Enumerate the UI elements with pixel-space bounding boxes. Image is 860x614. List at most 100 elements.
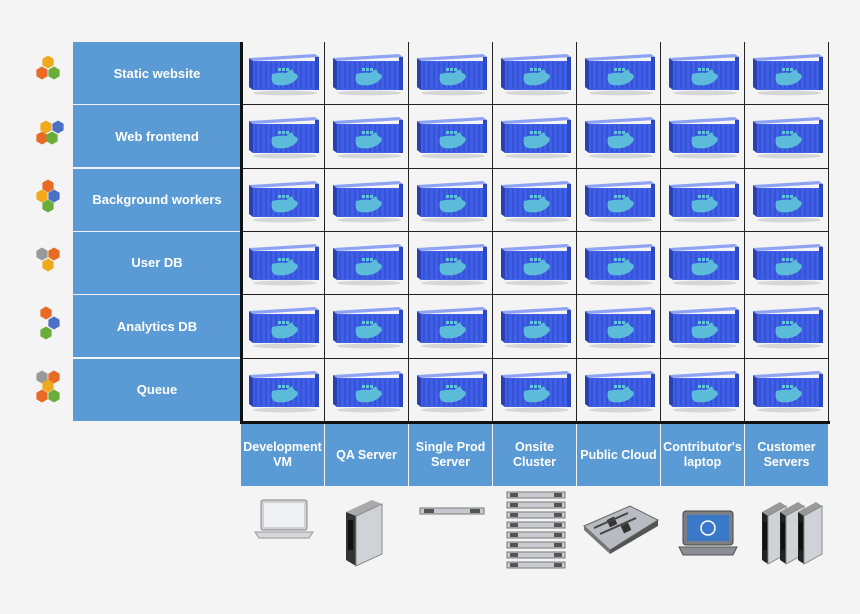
- row-label: Static website: [73, 42, 241, 105]
- shipping-container-icon: [501, 117, 571, 159]
- grid-line: [576, 42, 577, 423]
- shipping-container-icon: [669, 54, 739, 96]
- column-label: Customer Servers: [745, 424, 829, 486]
- grid-line: [324, 42, 325, 423]
- shipping-container-icon: [585, 180, 655, 223]
- grid-line: [660, 42, 661, 423]
- grid-line: [241, 357, 829, 359]
- shipping-container-icon: [753, 180, 823, 223]
- shipping-container-icon: [753, 307, 823, 349]
- hexagon-shape: [36, 247, 48, 261]
- shipping-container-icon: [333, 180, 403, 223]
- shipping-container-icon: [249, 180, 319, 223]
- motherboard-icon: [583, 505, 660, 554]
- grid-line: [241, 230, 829, 232]
- hexagon-cluster-icon: [36, 179, 60, 213]
- shipping-container-icon: [417, 54, 487, 96]
- hexagon-cluster-icon: [40, 306, 60, 340]
- hexagon-shape: [46, 131, 58, 145]
- grid-line: [241, 167, 829, 169]
- grid-line: [241, 104, 829, 106]
- hexagon-shape: [36, 389, 48, 402]
- grid-line: [744, 42, 745, 423]
- shipping-container-icon: [417, 370, 487, 412]
- hexagon-shape: [40, 306, 52, 320]
- hexagon-shape: [48, 316, 60, 330]
- shipping-container-icon: [669, 180, 739, 223]
- hexagon-shape: [42, 379, 54, 392]
- row-label: User DB: [73, 231, 241, 295]
- shipping-container-icon: [585, 54, 655, 96]
- shipping-container-icon: [501, 243, 571, 286]
- hexagon-cluster-icon: [36, 370, 60, 402]
- column-label: Public Cloud: [577, 424, 661, 486]
- hexagon-shape: [36, 370, 48, 383]
- hexagon-shape: [42, 199, 54, 213]
- shipping-container-icon: [753, 117, 823, 159]
- shipping-container-icon: [669, 117, 739, 159]
- shipping-container-icon: [669, 307, 739, 349]
- hexagon-shape: [36, 189, 48, 203]
- shipping-container-icon: [249, 307, 319, 349]
- rack-server-icon: [419, 507, 485, 515]
- column-label: Onsite Cluster: [493, 424, 577, 486]
- shipping-container-icon: [417, 117, 487, 159]
- shipping-container-icon: [669, 243, 739, 286]
- shipping-container-icon: [417, 307, 487, 349]
- shipping-container-icon: [417, 243, 487, 286]
- hexagon-cluster-icon: [36, 247, 60, 272]
- column-label: Development VM: [241, 424, 325, 486]
- hexagon-shape: [42, 179, 54, 193]
- shipping-container-icon: [501, 370, 571, 412]
- shipping-container-icon: [501, 307, 571, 349]
- hexagon-shape: [40, 326, 52, 340]
- shipping-container-icon: [249, 117, 319, 159]
- row-label: Queue: [73, 358, 241, 422]
- shipping-container-icon: [417, 180, 487, 223]
- hexagon-shape: [48, 66, 60, 80]
- axis-line: [240, 421, 830, 424]
- row-label: Background workers: [73, 168, 241, 232]
- shipping-container-icon: [249, 243, 319, 286]
- row-label: Analytics DB: [73, 295, 241, 359]
- shipping-container-icon: [333, 117, 403, 159]
- hexagon-cluster-icon: [36, 120, 64, 145]
- hexagon-shape: [42, 55, 54, 69]
- hexagon-cluster-icon: [36, 55, 60, 80]
- column-label: QA Server: [325, 424, 409, 486]
- hexagon-shape: [40, 120, 52, 134]
- hexagon-shape: [48, 389, 60, 402]
- shipping-container-icon: [333, 243, 403, 286]
- shipping-container-icon: [753, 370, 823, 412]
- hexagon-shape: [48, 247, 60, 261]
- hexagon-shape: [36, 131, 48, 145]
- shipping-container-icon: [249, 370, 319, 412]
- shipping-container-icon: [585, 243, 655, 286]
- grid-line: [408, 42, 409, 423]
- column-label: Single Prod Server: [409, 424, 493, 486]
- shipping-container-icon: [333, 307, 403, 349]
- server-stack-icon: [506, 491, 566, 569]
- hexagon-shape: [48, 370, 60, 383]
- grid-line: [241, 294, 829, 296]
- hexagon-shape: [48, 189, 60, 203]
- column-label: Contributor's laptop: [661, 424, 745, 486]
- laptop-icon: [254, 499, 314, 539]
- blade-server-icon: [346, 500, 383, 567]
- shipping-container-icon: [501, 180, 571, 223]
- shipping-container-icon: [333, 54, 403, 96]
- shipping-container-icon: [249, 54, 319, 96]
- hexagon-shape: [42, 258, 54, 272]
- shipping-container-icon: [501, 54, 571, 96]
- grid-line: [492, 42, 493, 423]
- hexagon-shape: [36, 66, 48, 80]
- dell-laptop-icon: [678, 510, 738, 556]
- shipping-container-icon: [585, 307, 655, 349]
- shipping-container-icon: [333, 370, 403, 412]
- row-label: Web frontend: [73, 105, 241, 169]
- shipping-container-icon: [753, 54, 823, 96]
- blade-servers-icon: [762, 502, 823, 565]
- hexagon-shape: [52, 120, 64, 134]
- shipping-container-icon: [585, 117, 655, 159]
